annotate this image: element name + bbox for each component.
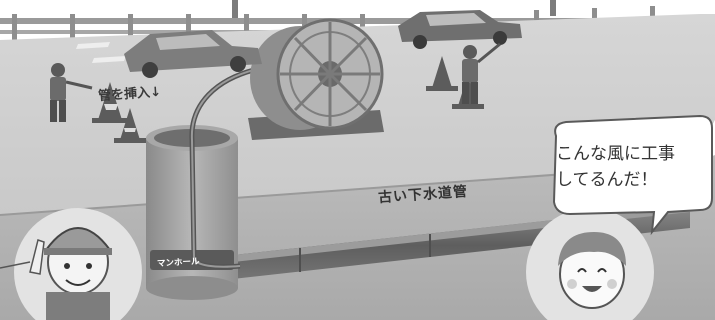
speech-bubble xyxy=(552,114,713,236)
manhole-icon xyxy=(146,125,238,300)
speech-bubble-text: こんな風に工事 してるんだ！ xyxy=(556,141,704,193)
worker-character-icon xyxy=(0,208,142,320)
worker-with-flag-icon xyxy=(462,42,501,104)
speech-line-1: こんな風に工事 xyxy=(556,144,675,164)
pipe-reel-drum-icon xyxy=(248,18,384,140)
manhole-label: マンホール xyxy=(156,256,200,270)
lane-markings xyxy=(76,42,126,63)
speech-line-2: してるんだ！ xyxy=(556,170,658,190)
car-icon xyxy=(124,30,262,78)
car-icon xyxy=(398,10,522,49)
worker-with-flag-icon xyxy=(50,63,93,122)
child-character-icon xyxy=(526,208,654,320)
